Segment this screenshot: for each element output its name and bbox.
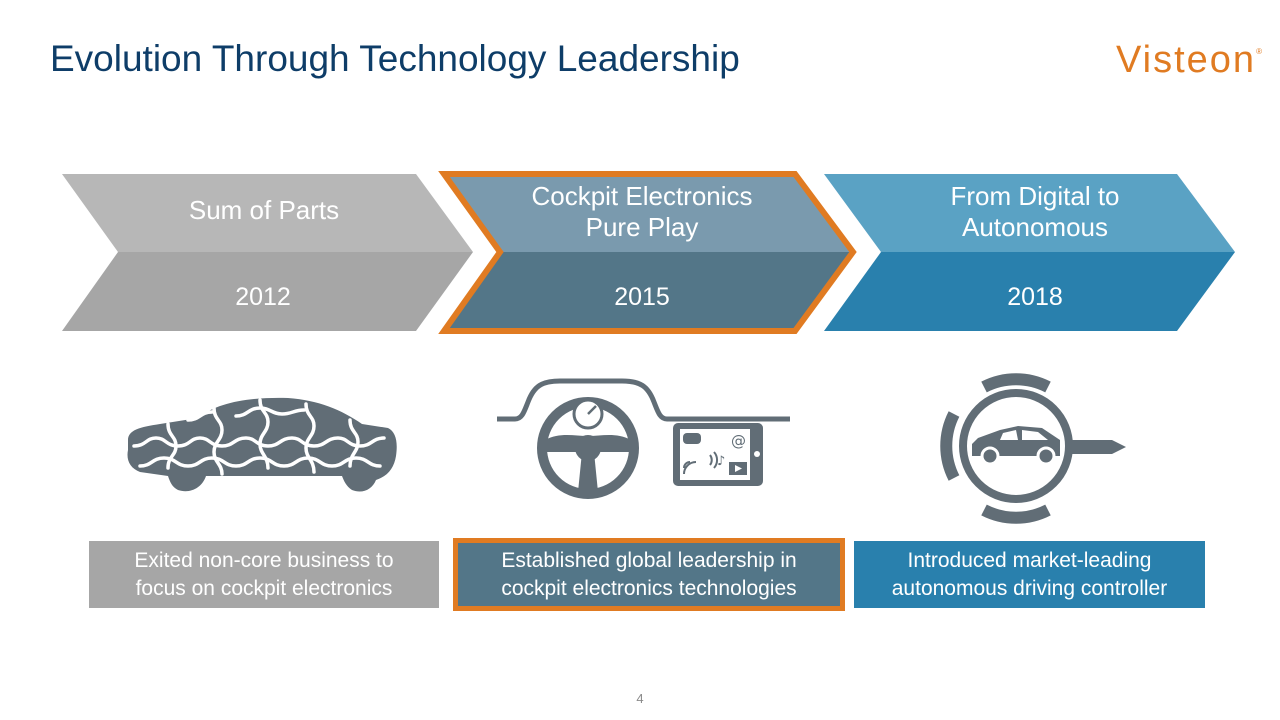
visteon-logo: Visteon® bbox=[1116, 39, 1262, 82]
stage-3-description: Introduced market-leading autonomous dri… bbox=[854, 541, 1205, 608]
stage-1-description-line2: focus on cockpit electronics bbox=[135, 576, 393, 600]
stage-1-description: Exited non-core business to focus on coc… bbox=[89, 541, 439, 608]
autonomous-car-icon bbox=[940, 373, 1126, 524]
stage-1-year: 2012 bbox=[235, 283, 291, 311]
cockpit-dashboard-icon: @ ♪ bbox=[497, 378, 790, 499]
chevron-1-top bbox=[62, 174, 473, 252]
stage-2-label-line2: Pure Play bbox=[585, 212, 699, 242]
page-number: 4 bbox=[636, 691, 644, 706]
stage-3-year: 2018 bbox=[1007, 283, 1063, 311]
stage-3-label: From Digital to Autonomous bbox=[875, 181, 1195, 243]
logo-text: Visteon bbox=[1116, 39, 1257, 81]
registered-mark: ® bbox=[1256, 47, 1262, 56]
stage-2-description-line2: cockpit electronics technologies bbox=[501, 576, 797, 600]
stage-2-description: Established global leadership in cockpit… bbox=[453, 538, 845, 611]
stage-2-description-line1: Established global leadership in bbox=[501, 548, 797, 572]
svg-text:♪: ♪ bbox=[717, 454, 725, 469]
stage-1-description-line1: Exited non-core business to bbox=[134, 548, 394, 572]
chevron-1-bottom bbox=[62, 252, 473, 331]
stage-3-description-line2: autonomous driving controller bbox=[891, 576, 1168, 600]
slide-title: Evolution Through Technology Leadership bbox=[50, 38, 740, 79]
stage-3-description-line1: Introduced market-leading bbox=[907, 548, 1152, 572]
chevron-2-bottom bbox=[444, 252, 853, 331]
stage-3-label-line1: From Digital to bbox=[950, 181, 1120, 211]
stage-2-label-line1: Cockpit Electronics bbox=[531, 181, 753, 211]
svg-text:@: @ bbox=[731, 432, 746, 450]
chevron-3-bottom bbox=[824, 252, 1235, 331]
stage-1-label-line1: Sum of Parts bbox=[188, 195, 340, 225]
stage-1-label: Sum of Parts bbox=[104, 195, 424, 226]
chevron-2-top bbox=[444, 174, 853, 252]
stage-2-year: 2015 bbox=[614, 283, 670, 311]
puzzle-car-icon bbox=[127, 397, 397, 492]
stage-3-label-line2: Autonomous bbox=[962, 212, 1108, 242]
chevron-3-top bbox=[824, 174, 1235, 252]
stage-2-label: Cockpit Electronics Pure Play bbox=[482, 181, 802, 243]
chevron-2-highlight-border bbox=[438, 171, 857, 334]
